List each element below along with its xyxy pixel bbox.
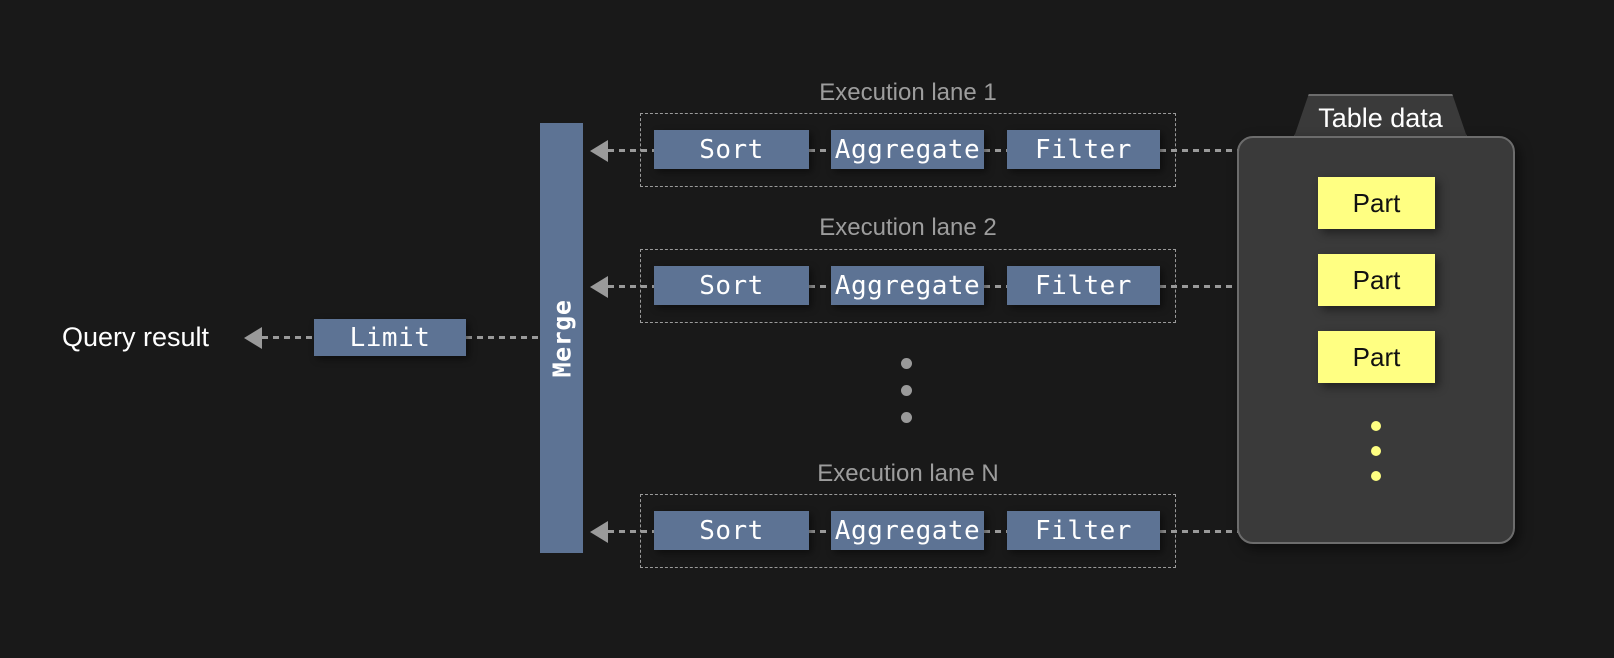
lane-2-stage-sort[interactable]: Sort xyxy=(654,266,809,305)
table-data-tab: Table data xyxy=(1293,94,1468,140)
connector-lane-2-aggregate-to-filter xyxy=(984,285,1008,288)
table-data-card: Part Part Part xyxy=(1237,136,1515,544)
lane-1-stage-aggregate[interactable]: Aggregate xyxy=(831,130,984,169)
part-ellipsis-dot xyxy=(1371,471,1381,481)
lane-ellipsis-dot xyxy=(901,358,912,369)
arrow-lane-1-to-merge-icon xyxy=(590,140,608,162)
connector-lane-2-to-table-data xyxy=(1160,285,1238,288)
part-box-2[interactable]: Part xyxy=(1318,254,1435,306)
part-ellipsis-dot xyxy=(1371,446,1381,456)
connector-limit-to-result xyxy=(262,336,316,339)
arrow-to-query-result-icon xyxy=(244,327,262,349)
connector-lane-n-aggregate-to-filter xyxy=(984,530,1008,533)
query-result-label: Query result xyxy=(62,322,210,352)
connector-lane-1-left xyxy=(608,149,656,152)
connector-lane-2-sort-to-aggregate xyxy=(809,285,832,288)
part-box-1[interactable]: Part xyxy=(1318,177,1435,229)
connector-lane-n-to-table-data xyxy=(1160,530,1238,533)
lane-2-stage-filter[interactable]: Filter xyxy=(1007,266,1160,305)
operator-limit[interactable]: Limit xyxy=(314,319,466,356)
lane-label-1: Execution lane 1 xyxy=(819,79,997,106)
lane-ellipsis xyxy=(901,358,912,439)
arrow-lane-2-to-merge-icon xyxy=(590,276,608,298)
part-ellipsis xyxy=(1371,421,1381,496)
connector-lane-1-sort-to-aggregate xyxy=(809,149,832,152)
lane-ellipsis-dot xyxy=(901,385,912,396)
operator-merge[interactable]: Merge xyxy=(540,123,583,553)
arrow-lane-n-to-merge-icon xyxy=(590,521,608,543)
connector-lane-n-sort-to-aggregate xyxy=(809,530,832,533)
merge-label: Merge xyxy=(547,299,577,377)
lane-ellipsis-dot xyxy=(901,412,912,423)
lane-n-stage-sort[interactable]: Sort xyxy=(654,511,809,550)
connector-lane-1-to-table-data xyxy=(1160,149,1238,152)
connector-merge-to-limit xyxy=(466,336,542,339)
lane-label-n: Execution lane N xyxy=(817,460,999,487)
lane-n-stage-aggregate[interactable]: Aggregate xyxy=(831,511,984,550)
table-data-title: Table data xyxy=(1318,102,1443,133)
lane-n-stage-filter[interactable]: Filter xyxy=(1007,511,1160,550)
part-ellipsis-dot xyxy=(1371,421,1381,431)
connector-lane-1-aggregate-to-filter xyxy=(984,149,1008,152)
lane-1-stage-filter[interactable]: Filter xyxy=(1007,130,1160,169)
connector-lane-n-left xyxy=(608,530,656,533)
lane-1-stage-sort[interactable]: Sort xyxy=(654,130,809,169)
lane-label-2: Execution lane 2 xyxy=(819,214,997,241)
lane-2-stage-aggregate[interactable]: Aggregate xyxy=(831,266,984,305)
part-box-3[interactable]: Part xyxy=(1318,331,1435,383)
connector-lane-2-left xyxy=(608,285,656,288)
